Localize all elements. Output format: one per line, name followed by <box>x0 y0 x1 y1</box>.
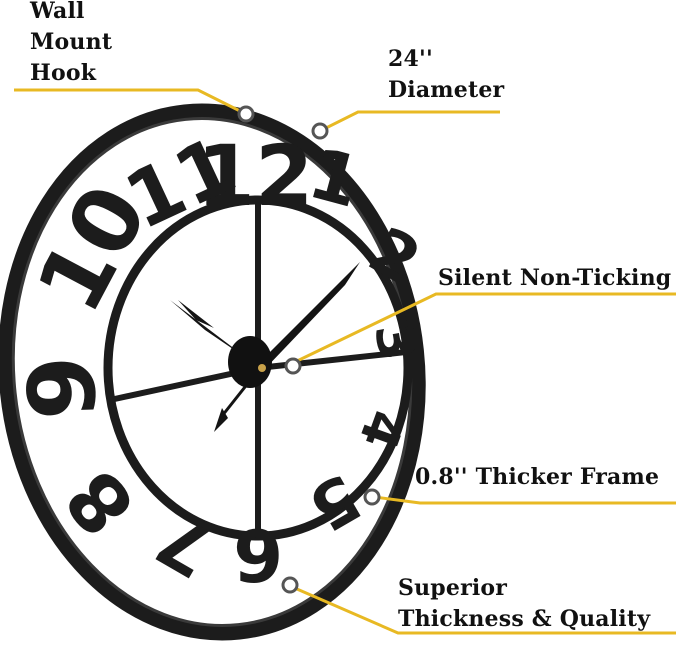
callout-line: Wall <box>30 0 85 24</box>
callout-line: Diameter <box>388 77 505 103</box>
minute-hand <box>256 262 360 372</box>
callout-frame: 0.8'' Thicker Frame <box>415 464 660 490</box>
clock-center-hub <box>228 336 272 388</box>
callout-line: Hook <box>30 60 97 86</box>
clock-numeral: 12 <box>197 127 314 225</box>
hour-hand <box>170 300 252 362</box>
clock-numeral: 5 <box>297 458 373 544</box>
callout-lines <box>14 88 676 635</box>
callout-diameter: 24'' Diameter <box>388 44 504 106</box>
callout-line: 24'' <box>388 46 433 72</box>
callout-silent: Silent Non-Ticking <box>438 265 672 291</box>
callout-wall-mount-hook: Wall Mount Hook <box>30 0 112 89</box>
clock-numeral: 9 <box>8 354 117 422</box>
clock-numeral: 7 <box>144 497 227 592</box>
clock-hands <box>170 262 360 432</box>
callout-line: Superior <box>398 575 508 601</box>
callout-line: Mount <box>30 29 113 55</box>
callout-dots <box>237 105 381 594</box>
callout-line: Thickness & Quality <box>398 606 651 632</box>
clock-numeral: 6 <box>233 513 283 597</box>
callout-quality: Superior Thickness & Quality <box>398 573 650 635</box>
